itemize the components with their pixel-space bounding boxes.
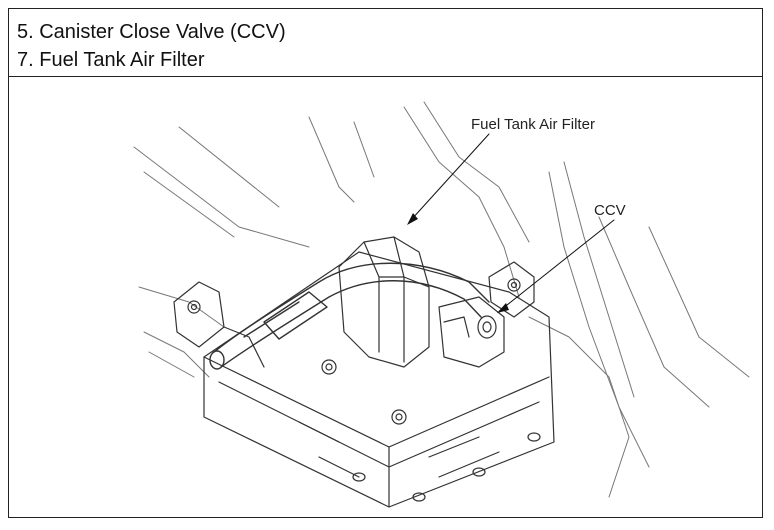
- callout-leaders: [410, 133, 615, 310]
- canister-base-block: [203, 251, 555, 508]
- component-item-air-filter: 7. Fuel Tank Air Filter: [17, 49, 205, 71]
- technical-illustration: Fuel Tank Air Filter CCV: [9, 77, 762, 517]
- component-item-ccv: 5. Canister Close Valve (CCV): [17, 21, 286, 43]
- leader-ccv: [501, 219, 615, 310]
- right-mount-bracket: [488, 261, 535, 318]
- vent-hose: [209, 262, 490, 370]
- ccv-valve-body: [438, 296, 505, 368]
- arrowhead-ccv: [497, 303, 509, 313]
- chassis-background: [133, 101, 750, 498]
- label-ccv: CCV: [594, 202, 626, 219]
- component-drawing: Fuel Tank Air Filter CCV: [133, 101, 750, 508]
- arrowhead-air-filter: [407, 213, 418, 225]
- document-frame: 5. Canister Close Valve (CCV) 7. Fuel Ta…: [8, 8, 763, 518]
- component-list: 5. Canister Close Valve (CCV) 7. Fuel Ta…: [9, 9, 762, 77]
- label-fuel-tank-air-filter: Fuel Tank Air Filter: [471, 116, 595, 133]
- leader-air-filter: [410, 133, 490, 221]
- left-mount-bracket: [173, 281, 265, 368]
- air-filter-housing: [338, 236, 430, 368]
